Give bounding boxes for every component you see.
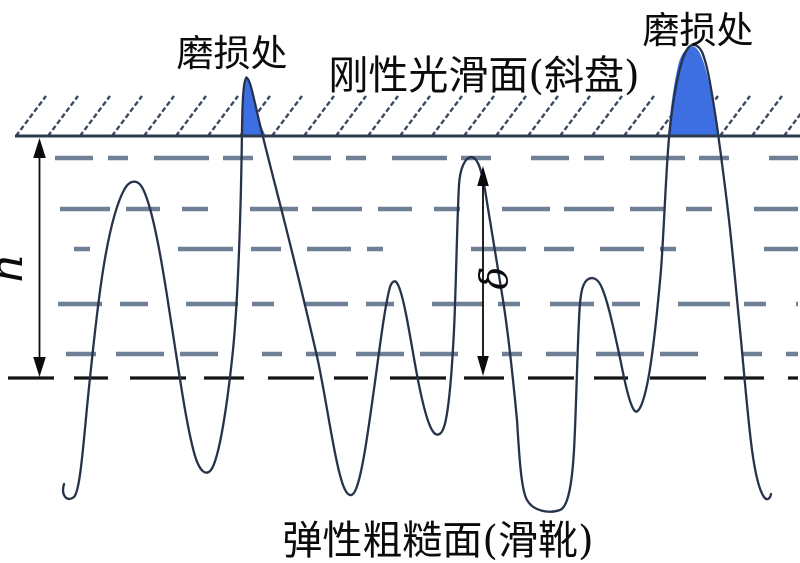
deformation-symbol: δ — [472, 267, 516, 290]
rigid-surface-label: 刚性光滑面(斜盘) — [328, 53, 639, 99]
film-thickness-symbol: h — [0, 253, 33, 283]
wear-fill-left — [241, 77, 267, 137]
elastic-surface-label: 弹性粗糙面(滑靴) — [282, 518, 593, 563]
deformation-arrow — [477, 166, 489, 376]
wear-label-right: 磨损处 — [643, 9, 754, 52]
film-thickness-arrow — [33, 138, 46, 377]
wear-label-left: 磨损处 — [177, 32, 288, 75]
roughness-profile-curve — [62, 43, 773, 513]
